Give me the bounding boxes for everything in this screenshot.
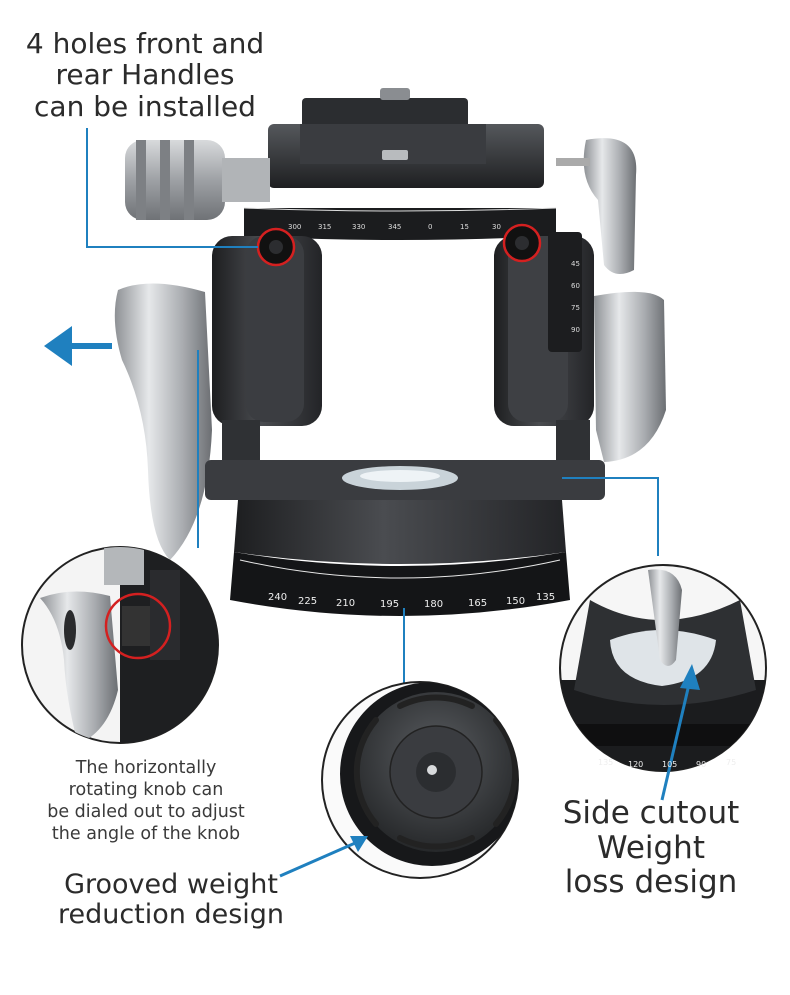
caption-line: The horizontally xyxy=(75,758,217,778)
right-arm xyxy=(494,232,594,426)
plate-lever xyxy=(583,138,637,274)
scale-label: 90 xyxy=(696,760,707,769)
caption-line: rotating knob can xyxy=(68,779,224,800)
quick-release-plate xyxy=(268,88,544,188)
scale-label: 135 xyxy=(598,758,614,767)
scale-label: 315 xyxy=(318,223,332,231)
scale-label: 15 xyxy=(460,223,469,231)
caption-line: the angle of the knob xyxy=(51,823,241,844)
caption-line: rear Handles xyxy=(55,58,235,92)
leader-lines xyxy=(86,128,659,684)
caption-line: can be installed xyxy=(34,89,256,123)
caption-line: 4 holes front and xyxy=(25,27,265,60)
caption-line: Grooved weight xyxy=(64,869,278,900)
left-lever xyxy=(114,283,212,560)
base-cylinder xyxy=(230,500,570,616)
scale-label: 90 xyxy=(571,326,580,334)
caption-line: reduction design xyxy=(57,899,285,931)
left-arm xyxy=(212,236,322,426)
scale-label: 105 xyxy=(662,760,678,769)
scale-label: 225 xyxy=(298,596,318,607)
scale-label: 150 xyxy=(506,596,526,607)
scale-label: 210 xyxy=(336,598,356,609)
knob-inset xyxy=(21,546,219,744)
scale-label: 75 xyxy=(571,304,580,312)
scale-label: 135 xyxy=(536,592,556,603)
scale-label: 75 xyxy=(726,758,737,767)
knob-caption: The horizontally rotating knob can be di… xyxy=(30,758,262,846)
scale-label: 195 xyxy=(380,599,400,610)
cutout-caption: Side cutout Weight loss design xyxy=(556,796,746,900)
handles-caption: 4 holes front and rear Handles can be in… xyxy=(14,28,276,122)
grooved-caption: Grooved weight reduction design xyxy=(40,869,302,931)
scale-label: 300 xyxy=(288,223,302,231)
caption-line: be dialed out to adjust xyxy=(47,801,245,822)
arrow-left-icon xyxy=(44,326,112,366)
scale-label: 240 xyxy=(268,592,288,603)
scale-label: 180 xyxy=(424,599,444,610)
tilt-lock-knob xyxy=(594,291,666,462)
top-scale-ring xyxy=(243,207,557,240)
scale-label: 120 xyxy=(628,760,644,769)
scale-label: 330 xyxy=(352,223,366,231)
pointer-arrow-icon xyxy=(660,679,692,801)
cutout-inset xyxy=(559,564,767,801)
scale-label: 60 xyxy=(571,282,580,290)
scale-label: 45 xyxy=(571,260,580,268)
clamp-knob xyxy=(125,140,270,220)
caption-line: Weight xyxy=(596,829,705,866)
scale-label: 0 xyxy=(428,223,433,231)
scale-label: 30 xyxy=(492,223,501,231)
scale-label: 345 xyxy=(388,223,402,231)
scale-label: 165 xyxy=(468,598,488,609)
base-inset xyxy=(279,681,519,879)
head-body xyxy=(205,420,605,500)
caption-line: Side cutout xyxy=(562,795,740,831)
caption-line: loss design xyxy=(564,864,738,901)
